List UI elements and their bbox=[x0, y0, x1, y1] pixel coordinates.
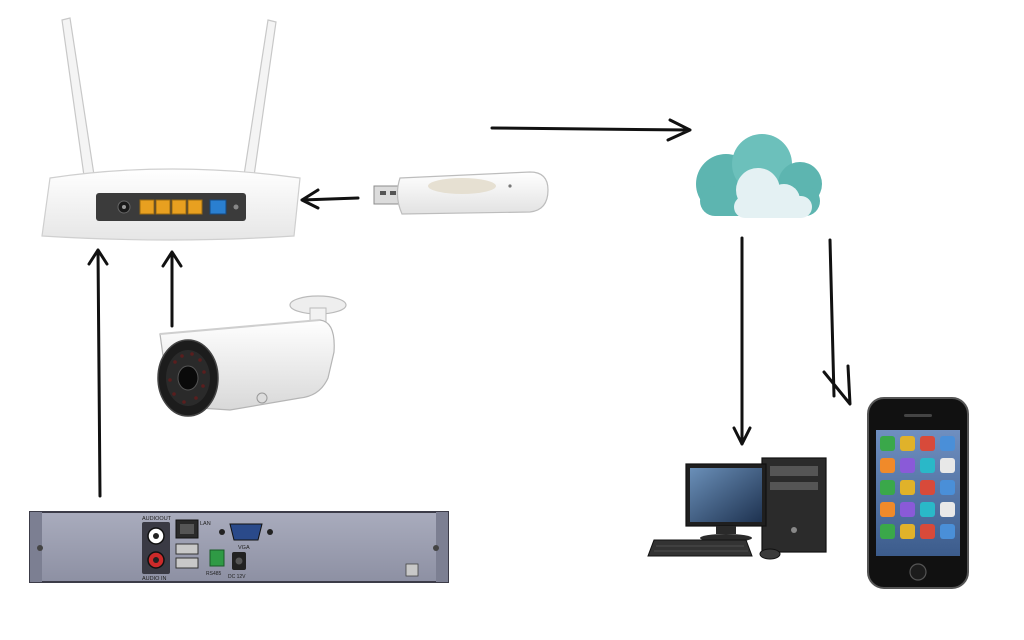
phone-app-icon bbox=[900, 436, 915, 451]
wifi-router-icon bbox=[41, 17, 301, 241]
phone-app-icon bbox=[920, 436, 935, 451]
arrow-camera-to-router bbox=[161, 250, 183, 328]
phone-app-icon bbox=[880, 436, 895, 451]
dvr-label-dc: DC 12V bbox=[228, 574, 246, 580]
phone-app-icon bbox=[880, 480, 895, 495]
phone-app-icon bbox=[900, 458, 915, 473]
arrow-router-to-cloud bbox=[490, 118, 692, 142]
arrow-cloud-to-desktop bbox=[732, 236, 752, 446]
bullet-camera-icon bbox=[157, 295, 347, 417]
phone-app-icon bbox=[920, 480, 935, 495]
cloud-icon bbox=[696, 134, 822, 218]
arrow-modem-to-router bbox=[300, 188, 360, 210]
phone-app-icon bbox=[940, 502, 955, 517]
dvr-label-audio-in: AUDIO IN bbox=[142, 576, 166, 582]
dvr-label-rs485: RS485 bbox=[206, 571, 222, 577]
arrow-cloud-to-phone bbox=[822, 238, 852, 406]
arrow-dvr-to-router bbox=[87, 248, 109, 498]
dvr-label-vga: VGA bbox=[238, 545, 250, 551]
dvr-label-audio-out: AUDIOOUT bbox=[142, 516, 172, 522]
phone-app-icon bbox=[940, 480, 955, 495]
phone-app-icon bbox=[880, 502, 895, 517]
phone-app-icon bbox=[940, 524, 955, 539]
desktop-computer-icon bbox=[647, 457, 827, 560]
phone-app-icon bbox=[920, 458, 935, 473]
phone-app-icon bbox=[880, 458, 895, 473]
phone-app-icon bbox=[880, 524, 895, 539]
phone-app-icon bbox=[920, 524, 935, 539]
phone-app-icon bbox=[940, 458, 955, 473]
connection-arrows bbox=[87, 118, 852, 498]
smartphone-icon bbox=[867, 397, 969, 589]
phone-app-icon bbox=[900, 480, 915, 495]
dvr-recorder-icon: AUDIOOUT AUDIO IN LAN VGA RS485 DC 12V bbox=[29, 511, 449, 583]
phone-app-icon bbox=[900, 502, 915, 517]
phone-app-icon bbox=[900, 524, 915, 539]
phone-app-icon bbox=[920, 502, 935, 517]
dvr-label-lan: LAN bbox=[200, 521, 211, 527]
phone-app-icon bbox=[940, 436, 955, 451]
usb-modem-icon bbox=[373, 171, 549, 215]
